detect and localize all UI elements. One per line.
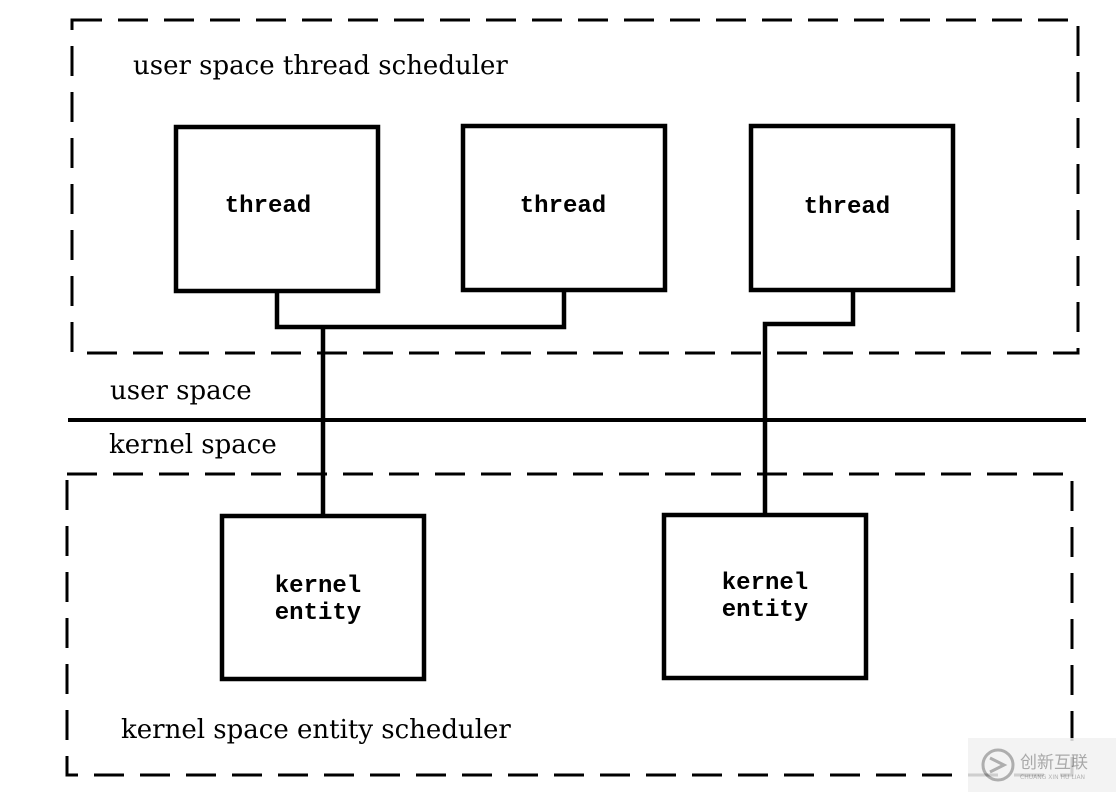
kernel-entity-1-line-1: kernel [275,573,361,600]
watermark-sub-text: CHUANG XIN HU LIAN [1020,774,1085,781]
kernel-entity-box-2: kernel entity [661,512,869,681]
kernel-entity-2-line-1: kernel [722,570,808,597]
thread-3-to-kernel-entity-2-connector [762,290,856,515]
kernel-entity-2-line-2: entity [722,597,808,624]
user-space-scheduler-region [70,18,1080,355]
thread-box-3: thread [748,123,956,293]
watermark-brand-text: 创新互联 [1020,753,1088,773]
thread-box-1: thread [173,124,381,294]
kernel-space-scheduler-label: kernel space entity scheduler [121,715,511,745]
thread-label-1: thread [225,193,311,220]
kernel-entity-1-line-2: entity [275,600,361,627]
brand-logo-icon [981,748,1015,782]
kernel-entity-box-1: kernel entity [219,513,427,682]
watermark-background [968,738,1116,792]
thread-label-3: thread [804,194,890,221]
kernel-space-scheduler-region [65,472,1074,777]
thread-label-2: thread [520,193,606,220]
user-space-label: user space [110,376,252,406]
user-space-scheduler-label: user space thread scheduler [133,51,508,81]
thread-box-2: thread [460,123,668,293]
kernel-space-label: kernel space [109,430,277,460]
watermark: 创新互联 CHUANG XIN HU LIAN [968,738,1116,792]
thread-1-2-to-kernel-entity-1-connector [274,290,567,516]
